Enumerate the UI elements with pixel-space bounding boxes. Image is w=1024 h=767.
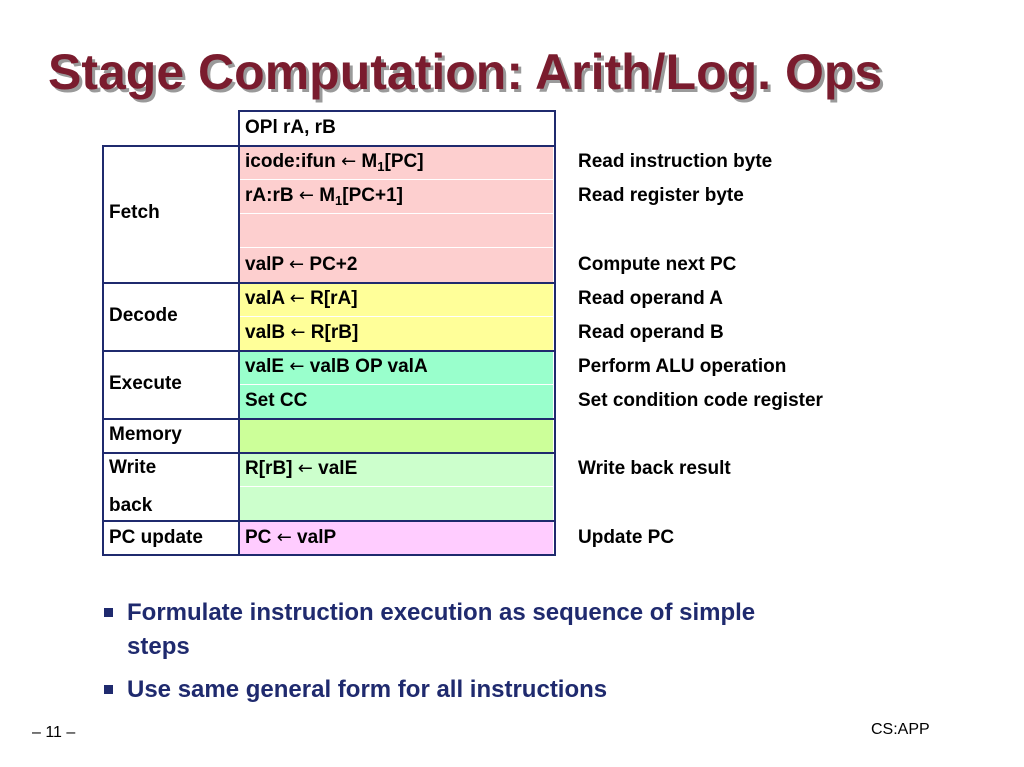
write-back-op: R[rB] ← valE [245,458,358,479]
fetch-desc-valp: Compute next PC [578,254,737,275]
stage-memory-label: Memory [109,424,182,445]
execute-op-setcc: Set CC [245,390,308,411]
decode-op-vala: valA ← R[rA] [245,288,358,309]
bullet-1-line-1: Formulate instruction execution as seque… [127,599,756,626]
write-back-desc: Write back result [578,458,731,479]
execute-desc-setcc: Set condition code register [578,390,823,411]
bullet-1-line-2: steps [127,633,190,660]
stage-decode-label: Decode [109,305,178,326]
fetch-op-icode: icode:ifun ← M1[PC] [245,151,424,174]
stage-write-label: Write [109,457,157,478]
row-separator [240,486,553,487]
row-separator [240,247,553,248]
decode-desc-vala: Read operand A [578,288,723,309]
left-arrow-icon: ← [341,151,357,172]
pc-update-op: PC ← valP [245,527,337,548]
fetch-op-registers: rA:rB ← M1[PC+1] [245,185,403,208]
stage-back-label: back [109,495,153,516]
left-arrow-icon: ← [289,288,305,309]
stage-fetch-label: Fetch [109,202,160,223]
page-number: – 11 – [32,724,76,741]
execute-desc-alu: Perform ALU operation [578,356,787,377]
slide-title: Stage Computation: Arith/Log. Ops [48,44,883,100]
fetch-desc-icode: Read instruction byte [578,151,773,172]
row-separator [240,316,553,317]
row-separator [240,213,553,214]
decode-op-valb: valB ← R[rB] [245,322,359,343]
stage-execute-label: Execute [109,373,182,394]
execute-op-vale: valE ← valB OP valA [245,356,428,377]
left-arrow-icon: ← [290,322,306,343]
memory-highlight [240,418,553,452]
pc-update-ops-border [238,520,556,556]
instruction-header: OPl rA, rB [245,117,336,138]
row-separator [240,384,553,385]
decode-desc-valb: Read operand B [578,322,724,343]
left-arrow-icon: ← [297,458,313,479]
bullet-2: Use same general form for all instructio… [127,676,608,703]
left-arrow-icon: ← [276,527,292,548]
fetch-op-valp: valP ← PC+2 [245,254,358,275]
stage-pc-update-label: PC update [109,527,203,548]
bullet-square-icon [104,608,113,617]
pc-update-desc: Update PC [578,527,675,548]
left-arrow-icon: ← [289,356,305,377]
left-arrow-icon: ← [289,254,305,275]
row-separator [240,179,553,180]
footer-brand: CS:APP [871,721,930,738]
bullet-square-icon [104,685,113,694]
memory-ops-border [238,418,556,454]
left-arrow-icon: ← [298,185,314,206]
pc-update-highlight [240,520,553,554]
fetch-desc-registers: Read register byte [578,185,744,206]
